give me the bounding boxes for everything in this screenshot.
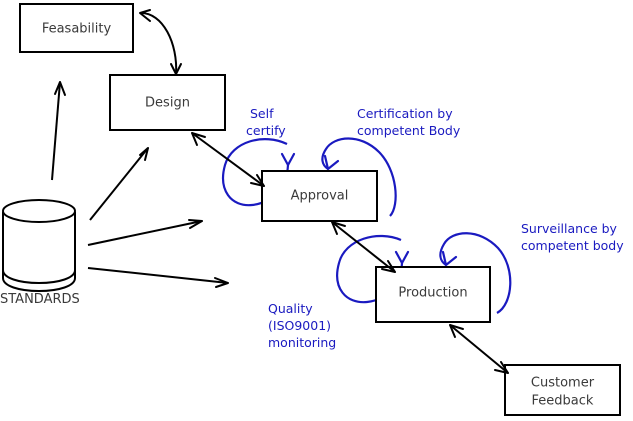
edge-standards-to-design <box>89 147 149 221</box>
annotation-quality-line2: (ISO9001) <box>268 318 331 333</box>
edge-design-to-approval <box>191 132 265 187</box>
annotation-certification-line1: Certification by <box>357 106 453 121</box>
annotation-certification-by-competent-body: Certification by competent Body <box>357 106 461 138</box>
node-design[interactable]: Design <box>109 74 226 131</box>
node-label-customer-feedback-line2: Feedback <box>532 394 594 409</box>
annotation-self-certify-line2: certify <box>246 123 286 138</box>
edge-design-to-feasability <box>139 9 182 75</box>
node-approval[interactable]: Approval <box>261 170 378 222</box>
node-customer-feedback[interactable]: Customer Feedback <box>504 364 621 416</box>
node-feasability[interactable]: Feasability <box>19 3 134 53</box>
node-label-feasability: Feasability <box>42 22 112 37</box>
node-label-design: Design <box>145 96 190 111</box>
annotation-quality-line3: monitoring <box>268 335 336 350</box>
annotation-self-certify-line1: Self <box>250 106 274 121</box>
annotation-certification-line2: competent Body <box>357 123 461 138</box>
annotation-self-certify: Self certify <box>246 106 286 138</box>
edge-approval-to-production <box>331 221 396 273</box>
node-standards-cylinder[interactable]: STANDARDS <box>0 199 80 307</box>
edge-standards-to-approval <box>87 219 203 246</box>
annotation-surveillance-by-competent-body: Surveillance by competent body <box>521 221 624 253</box>
annotation-surveillance-line2: competent body <box>521 238 624 253</box>
node-label-production: Production <box>398 286 467 301</box>
node-label-approval: Approval <box>291 189 349 204</box>
node-production[interactable]: Production <box>375 266 491 323</box>
edge-standards-to-feasability <box>51 81 66 181</box>
edge-production-to-customer-feedback <box>449 324 509 374</box>
node-label-customer-feedback-line1: Customer <box>531 376 595 391</box>
annotation-surveillance-line1: Surveillance by <box>521 221 618 236</box>
loop-certification <box>321 137 397 217</box>
annotation-quality-iso9001-monitoring: Quality (ISO9001) monitoring <box>268 301 336 350</box>
loop-surveillance <box>439 232 512 314</box>
edge-standards-to-production <box>87 267 229 288</box>
annotation-quality-line1: Quality <box>268 301 313 316</box>
node-label-standards: STANDARDS <box>0 292 80 307</box>
